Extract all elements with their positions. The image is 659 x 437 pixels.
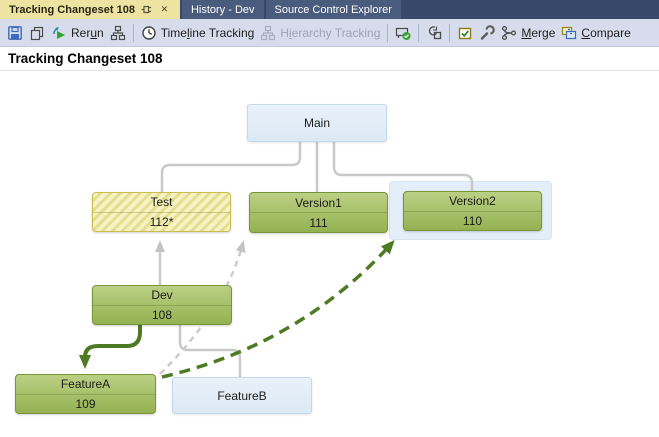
toolbar-separator: [449, 23, 451, 42]
edge-main-test: [160, 142, 302, 192]
save-icon: [8, 25, 22, 40]
branch-node-featureb[interactable]: FeatureB: [172, 377, 312, 414]
checkbox-icon: [459, 27, 472, 39]
tracking-toolbar: Rerun Timeline Tracking: [0, 19, 659, 47]
branch-label: FeatureB: [217, 388, 267, 403]
edge-dev-featurea-merge: [79, 325, 142, 369]
heading-divider: [0, 70, 659, 71]
edge-dev-featureb: [178, 325, 242, 377]
page-title: Tracking Changeset 108: [8, 51, 163, 66]
changeset-number: 110: [404, 210, 541, 231]
toolbar-separator: [387, 23, 389, 42]
copy-icon: [30, 26, 44, 40]
save-button[interactable]: [4, 23, 26, 43]
toolbar-separator: [418, 23, 420, 42]
changeset-check-icon: [396, 27, 411, 40]
rerun-icon: [53, 26, 65, 39]
rerun-button[interactable]: Rerun: [48, 23, 107, 43]
close-icon[interactable]: ✕: [160, 4, 169, 14]
branch-line-group: [160, 142, 474, 377]
branch-node-version2[interactable]: Version2 110: [403, 191, 542, 231]
wrench-icon: [481, 24, 496, 40]
hierarchy-tracking-icon: [261, 25, 276, 40]
toolbar-separator: [132, 23, 134, 42]
changeset-number: 108: [93, 304, 231, 325]
edge-main-version2: [332, 142, 474, 191]
branch-node-test[interactable]: Test 112*: [92, 192, 231, 232]
compare-icon: [562, 26, 577, 39]
branch-label: Version2: [449, 194, 496, 209]
changeset-number: 109: [16, 393, 155, 414]
branch-label: Test: [150, 195, 173, 210]
branch-label: FeatureA: [60, 377, 111, 392]
switch-view-button[interactable]: [423, 23, 445, 43]
branch-node-featurea[interactable]: FeatureA 109: [15, 374, 156, 414]
branch-node-dev[interactable]: Dev 108: [92, 285, 232, 325]
switch-icon: [429, 25, 442, 39]
merge-button[interactable]: Merge: [498, 23, 558, 43]
merge-branch-icon: [502, 25, 517, 40]
changeset-number: 111: [250, 212, 387, 232]
branch-label: Main: [303, 116, 330, 130]
branch-hierarchy-icon: [110, 25, 125, 40]
branch-label: Dev: [151, 288, 173, 303]
branch-label: Version1: [295, 195, 342, 210]
copy-button[interactable]: [26, 23, 48, 43]
branch-node-version1[interactable]: Version1 111: [249, 192, 388, 233]
clock-icon: [142, 25, 156, 40]
track-changeset-button[interactable]: [392, 23, 414, 43]
compare-button[interactable]: Compare: [558, 23, 633, 43]
branch-node-main[interactable]: Main: [247, 104, 387, 142]
timeline-tracking-button[interactable]: Timeline Tracking: [138, 23, 258, 43]
checklist-button[interactable]: [454, 23, 476, 43]
changeset-number: 112*: [93, 211, 230, 232]
settings-button[interactable]: [476, 23, 498, 43]
pin-icon[interactable]: [140, 3, 153, 16]
hierarchy-tracking-button[interactable]: Hierarchy Tracking: [257, 23, 383, 43]
branch-hierarchy-button[interactable]: [107, 23, 129, 43]
edge-featurea-version2-merge-dashed: [161, 240, 395, 379]
